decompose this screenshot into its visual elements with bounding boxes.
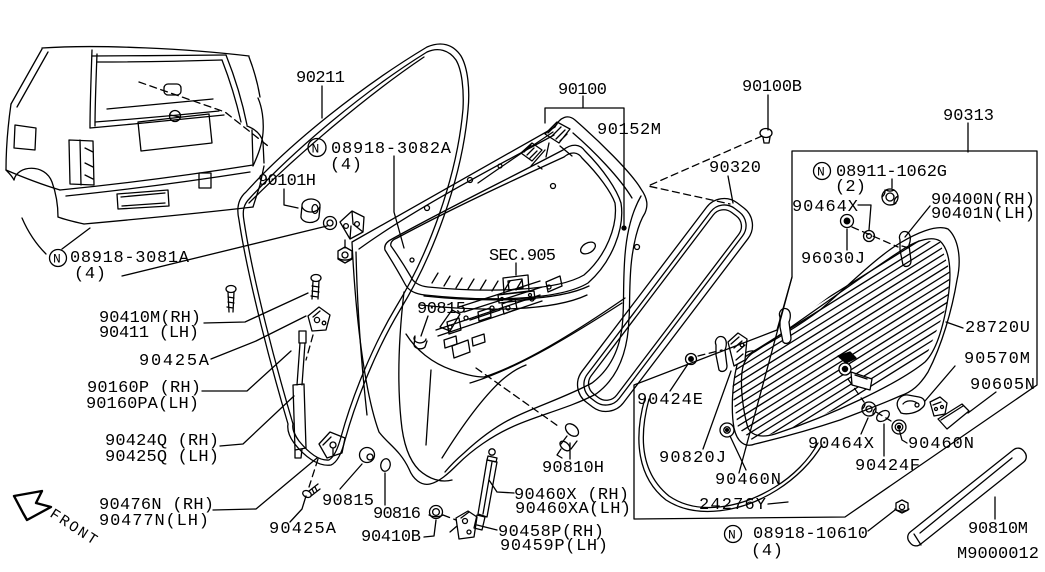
svg-text:08918-3081A: 08918-3081A [70, 249, 190, 268]
svg-text:N: N [53, 252, 61, 267]
svg-text:90460XA(LH): 90460XA(LH) [515, 500, 631, 519]
svg-text:90424E: 90424E [637, 391, 703, 410]
svg-text:90211: 90211 [296, 69, 345, 88]
svg-text:90464X: 90464X [792, 198, 858, 217]
svg-text:90320: 90320 [709, 159, 761, 178]
svg-text:90160PA(LH): 90160PA(LH) [86, 395, 199, 414]
svg-text:90477N(LH): 90477N(LH) [99, 512, 209, 531]
svg-text:( 2 ): ( 2 ) [835, 178, 866, 197]
svg-text:90100: 90100 [558, 81, 607, 100]
svg-text:90160P (RH): 90160P (RH) [87, 379, 201, 398]
svg-text:90570M: 90570M [964, 350, 1030, 369]
svg-text:90100B: 90100B [742, 78, 802, 97]
svg-text:90460N: 90460N [715, 471, 781, 490]
svg-text:( 4 ): ( 4 ) [751, 542, 783, 561]
svg-text:90810H: 90810H [542, 459, 604, 478]
svg-text:90313: 90313 [943, 107, 994, 126]
svg-text:90425Q (LH): 90425Q (LH) [105, 448, 219, 467]
svg-text:90424Q (RH): 90424Q (RH) [105, 432, 219, 451]
svg-text:90152M: 90152M [597, 121, 661, 140]
svg-text:96030J: 96030J [801, 250, 865, 269]
svg-text:08911-1062G: 08911-1062G [836, 163, 947, 182]
svg-text:90816: 90816 [373, 505, 421, 524]
svg-text:90425A: 90425A [269, 520, 337, 539]
svg-text:90410M(RH): 90410M(RH) [99, 309, 201, 328]
svg-text:90425A: 90425A [139, 352, 210, 371]
svg-text:SEC.905: SEC.905 [489, 247, 556, 266]
svg-text:90458P(RH): 90458P(RH) [498, 523, 604, 542]
svg-text:90605N: 90605N [970, 376, 1035, 395]
svg-text:90460X (RH): 90460X (RH) [514, 486, 629, 505]
svg-text:90411 (LH): 90411 (LH) [99, 324, 199, 343]
svg-text:90810M: 90810M [968, 520, 1028, 539]
svg-text:90476N (RH): 90476N (RH) [99, 496, 214, 515]
svg-text:90459P(LH): 90459P(LH) [500, 537, 608, 556]
svg-text:90401N(LH): 90401N(LH) [931, 205, 1035, 224]
svg-text:90820J: 90820J [659, 449, 726, 468]
svg-text:28720U: 28720U [965, 319, 1030, 338]
svg-text:( 4 ): ( 4 ) [74, 265, 106, 284]
svg-text:M9000012: M9000012 [957, 545, 1039, 564]
svg-text:90815: 90815 [417, 300, 466, 319]
svg-text:24276Y: 24276Y [699, 496, 766, 515]
svg-text:08918-3082A: 08918-3082A [331, 140, 452, 159]
svg-text:90815: 90815 [322, 492, 374, 511]
svg-text:( 4 ): ( 4 ) [330, 156, 362, 175]
svg-text:90410B: 90410B [361, 528, 421, 547]
svg-text:N: N [817, 165, 825, 180]
svg-text:90400N(RH): 90400N(RH) [931, 191, 1035, 210]
svg-text:08918-10610: 08918-10610 [753, 525, 868, 544]
svg-text:90101H: 90101H [258, 172, 316, 191]
svg-text:N: N [728, 528, 736, 543]
svg-text:N: N [312, 142, 320, 157]
svg-text:90464X: 90464X [808, 435, 874, 454]
svg-text:90424F: 90424F [855, 457, 920, 476]
